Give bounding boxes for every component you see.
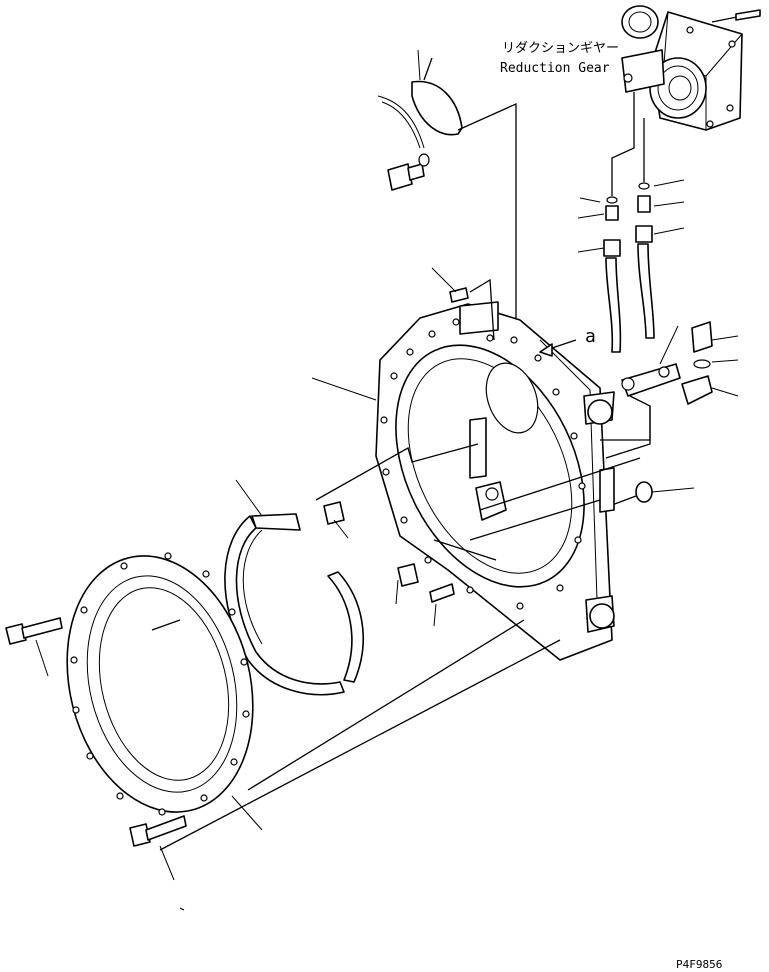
- housing-fittings: [315, 443, 641, 627]
- lubrication-pipes: [577, 92, 739, 509]
- reduction-gear-assembly: [621, 5, 761, 131]
- inspection-cover: [377, 49, 517, 460]
- view-arrow-a-label: a: [585, 326, 596, 347]
- mounting-bolts: [5, 617, 187, 911]
- reduction-gear-label-en: Reduction Gear: [500, 61, 610, 76]
- flange-ring: [66, 552, 561, 851]
- reduction-gear-label-jp: リダクションギヤー: [502, 41, 619, 56]
- drawing-number: P4F9856: [676, 958, 722, 971]
- housing-case: [311, 267, 651, 661]
- seal-rings: [224, 479, 364, 696]
